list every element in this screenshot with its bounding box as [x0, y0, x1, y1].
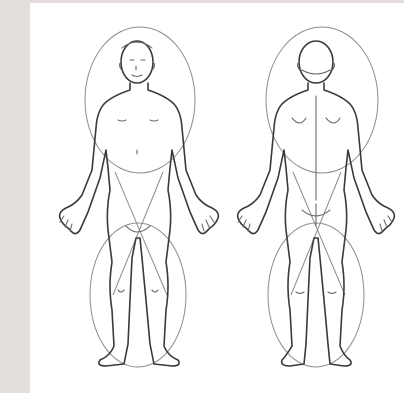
back-lower-guide-circle	[268, 223, 364, 367]
front-view-figure	[60, 27, 219, 367]
front-ears	[120, 62, 155, 69]
front-face	[130, 60, 145, 77]
front-knees	[118, 290, 158, 292]
front-chest	[118, 120, 158, 121]
back-buttocks	[302, 204, 330, 226]
back-view-figure	[238, 27, 395, 367]
back-head	[299, 41, 333, 83]
back-upper-guide-circle	[266, 27, 378, 173]
front-upper-guide-circle	[85, 27, 195, 173]
back-guide-cross	[291, 172, 345, 295]
front-guide-cross	[113, 172, 167, 295]
back-knee-creases	[296, 292, 336, 294]
front-lower-guide-circle	[90, 223, 186, 367]
back-hairline	[302, 70, 330, 74]
front-body-outline	[60, 83, 219, 366]
back-ears	[298, 62, 335, 69]
